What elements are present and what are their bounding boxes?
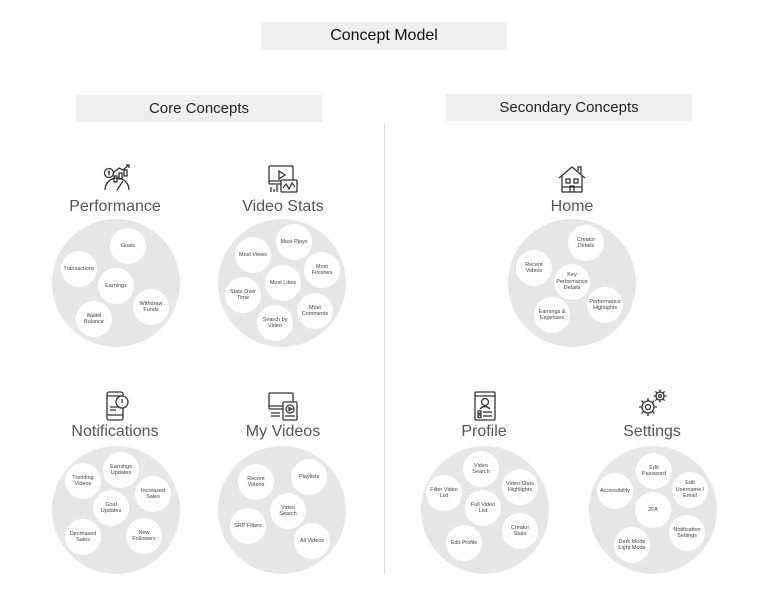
concept-item: Earnings Updates (103, 452, 139, 488)
concept-title-my-videos: My Videos (245, 423, 321, 440)
concept-item: Stats Over Time (225, 277, 261, 313)
concept-item: SRP Filters (230, 508, 266, 544)
concept-item: Decreased Sales (65, 519, 101, 555)
page-title: Concept Model (261, 22, 507, 50)
concept-item: Full Video List (465, 490, 501, 526)
concept-item: Goals (110, 228, 146, 264)
concept-title-performance: Performance (69, 198, 161, 215)
concept-circle-settings: Edit Password Accessibility Edit Usernam… (589, 446, 717, 574)
secondary-concepts-header: Secondary Concepts (446, 94, 692, 121)
concept-item: Creator Stats (502, 513, 538, 549)
concept-item: Accessibility (597, 473, 633, 509)
core-concepts-header: Core Concepts (76, 95, 322, 122)
concept-title-notifications: Notifications (71, 423, 159, 440)
concept-item: Playlists (291, 459, 327, 495)
concept-item: Wallet Balance (76, 301, 112, 337)
concept-item: Edit Profile (446, 525, 482, 561)
concept-circle-profile: Video Search Filter Video List Video Sta… (421, 446, 549, 574)
concept-item: Edit Password (636, 453, 672, 489)
concept-item: Key Performance Details (554, 264, 590, 300)
concept-item: Most Likes (265, 265, 301, 301)
concept-item: Notification Settings (669, 515, 705, 551)
concept-circle-home: Creator Details Recent Videos Key Perfor… (508, 219, 636, 347)
concept-item: Creator Details (568, 225, 604, 261)
concept-title-profile: Profile (461, 423, 507, 440)
house-icon (556, 163, 588, 195)
gears-icon (636, 387, 668, 419)
concept-circle-notifications: Earnings Updates Trending Videos Increas… (52, 446, 180, 574)
video-stats-icon (267, 163, 299, 195)
concept-item: Performance Highlights (587, 287, 623, 323)
concept-item: Most Finishes (304, 252, 340, 288)
performance-chart-icon (101, 163, 133, 195)
video-library-icon (267, 390, 299, 422)
concept-item: Filter Video List (426, 475, 462, 511)
concept-item: Withdraw Funds (133, 289, 169, 325)
concept-item: Video Search (463, 451, 499, 487)
concept-item: Earnings & Expenses (534, 297, 570, 333)
concept-item: Edit Username / Email (672, 472, 708, 508)
concept-title-video-stats: Video Stats (242, 198, 324, 215)
concept-item: Search by Video (257, 305, 293, 341)
profile-page-icon (469, 390, 501, 422)
concept-circle-video-stats: Most Plays Most Views Most Finishes Most… (218, 219, 346, 347)
concept-item: Most Views (235, 237, 271, 273)
concept-item: New Followers (126, 518, 162, 554)
concept-item: Video Stats Highlights (502, 469, 538, 505)
concept-item: Trending Videos (65, 463, 101, 499)
concept-item: All Videos (294, 523, 330, 559)
concept-item: Most Plays (276, 224, 312, 260)
concept-item: Recent Videos (238, 464, 274, 500)
concept-item: Earnings (98, 268, 134, 304)
concept-title-settings: Settings (623, 423, 681, 440)
concept-item: Dark Mode Light Mode (614, 527, 650, 563)
concept-item: Video Search (270, 493, 306, 529)
concept-item: Goal Updates (93, 490, 129, 526)
concept-item: Most Comments (297, 293, 333, 329)
concept-title-home: Home (550, 198, 594, 215)
concept-item: Transactions (61, 251, 97, 287)
concept-item: Recent Videos (516, 250, 552, 286)
concept-circle-performance: Goals Transactions Earnings Withdraw Fun… (52, 219, 180, 347)
section-divider (384, 124, 385, 574)
concept-item: Increased Sales (135, 476, 171, 512)
concept-item: 2FA (635, 492, 671, 528)
concept-circle-my-videos: Recent Videos Playlists Video Search SRP… (218, 446, 346, 574)
phone-notification-icon (100, 390, 132, 422)
